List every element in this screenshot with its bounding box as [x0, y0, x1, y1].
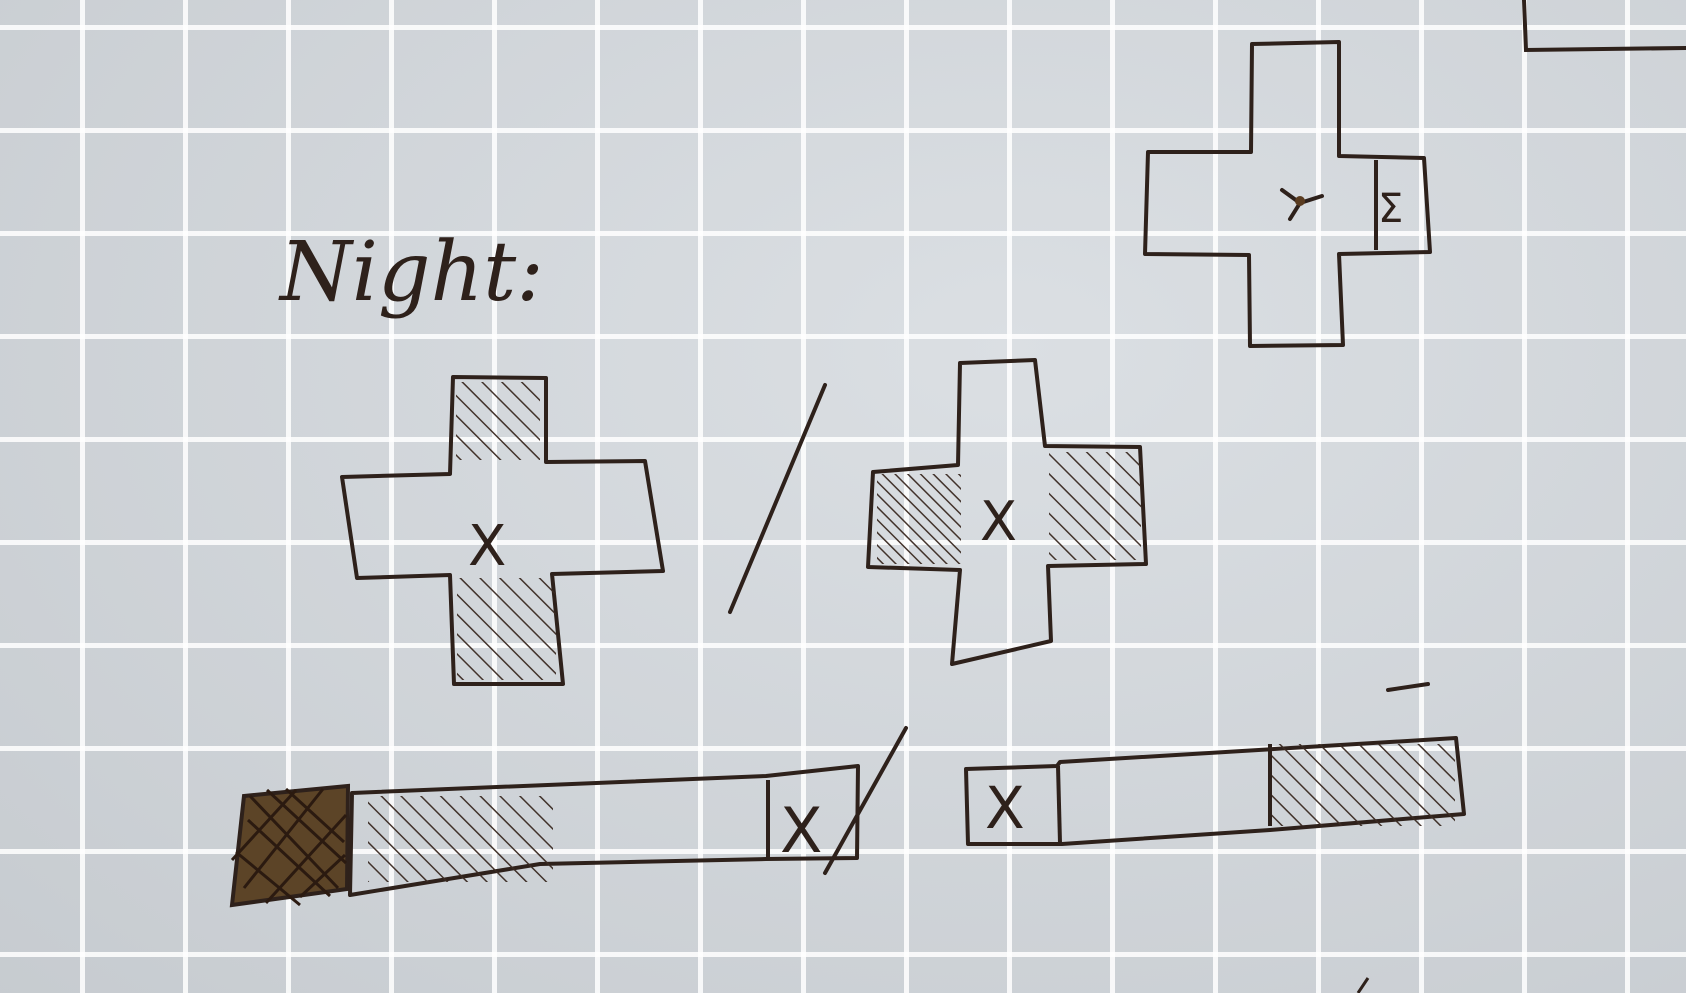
filled-start-box	[229, 783, 351, 908]
small-dash-mark	[1386, 682, 1430, 692]
side-mark: Σ	[1378, 186, 1403, 232]
hatched-top-arm	[456, 382, 540, 460]
center-mark: X	[980, 490, 1017, 553]
end-box-mark: X	[780, 794, 822, 867]
cross-diagram-top-right: Σ	[1143, 40, 1432, 348]
center-mark: X	[468, 514, 506, 579]
divider-slash	[728, 383, 827, 614]
bar-slash	[823, 726, 908, 875]
hatched-bottom-arm	[457, 578, 556, 680]
bar-diagram-right: X	[964, 736, 1466, 846]
start-box-mark: X	[985, 774, 1025, 842]
cross-diagram-left: X	[340, 375, 665, 686]
bottom-pen-mark	[1356, 977, 1370, 993]
hatched-bar-segment	[368, 796, 553, 882]
cross-diagram-right: X	[866, 358, 1148, 666]
bar-diagram-left: X	[229, 726, 908, 908]
corner-box-fragment	[1522, 0, 1686, 53]
hatched-bar-segment	[1270, 744, 1455, 826]
hatched-left-arm	[877, 474, 961, 564]
heading-night: Night:	[278, 225, 544, 320]
hatched-right-arm	[1049, 452, 1141, 560]
